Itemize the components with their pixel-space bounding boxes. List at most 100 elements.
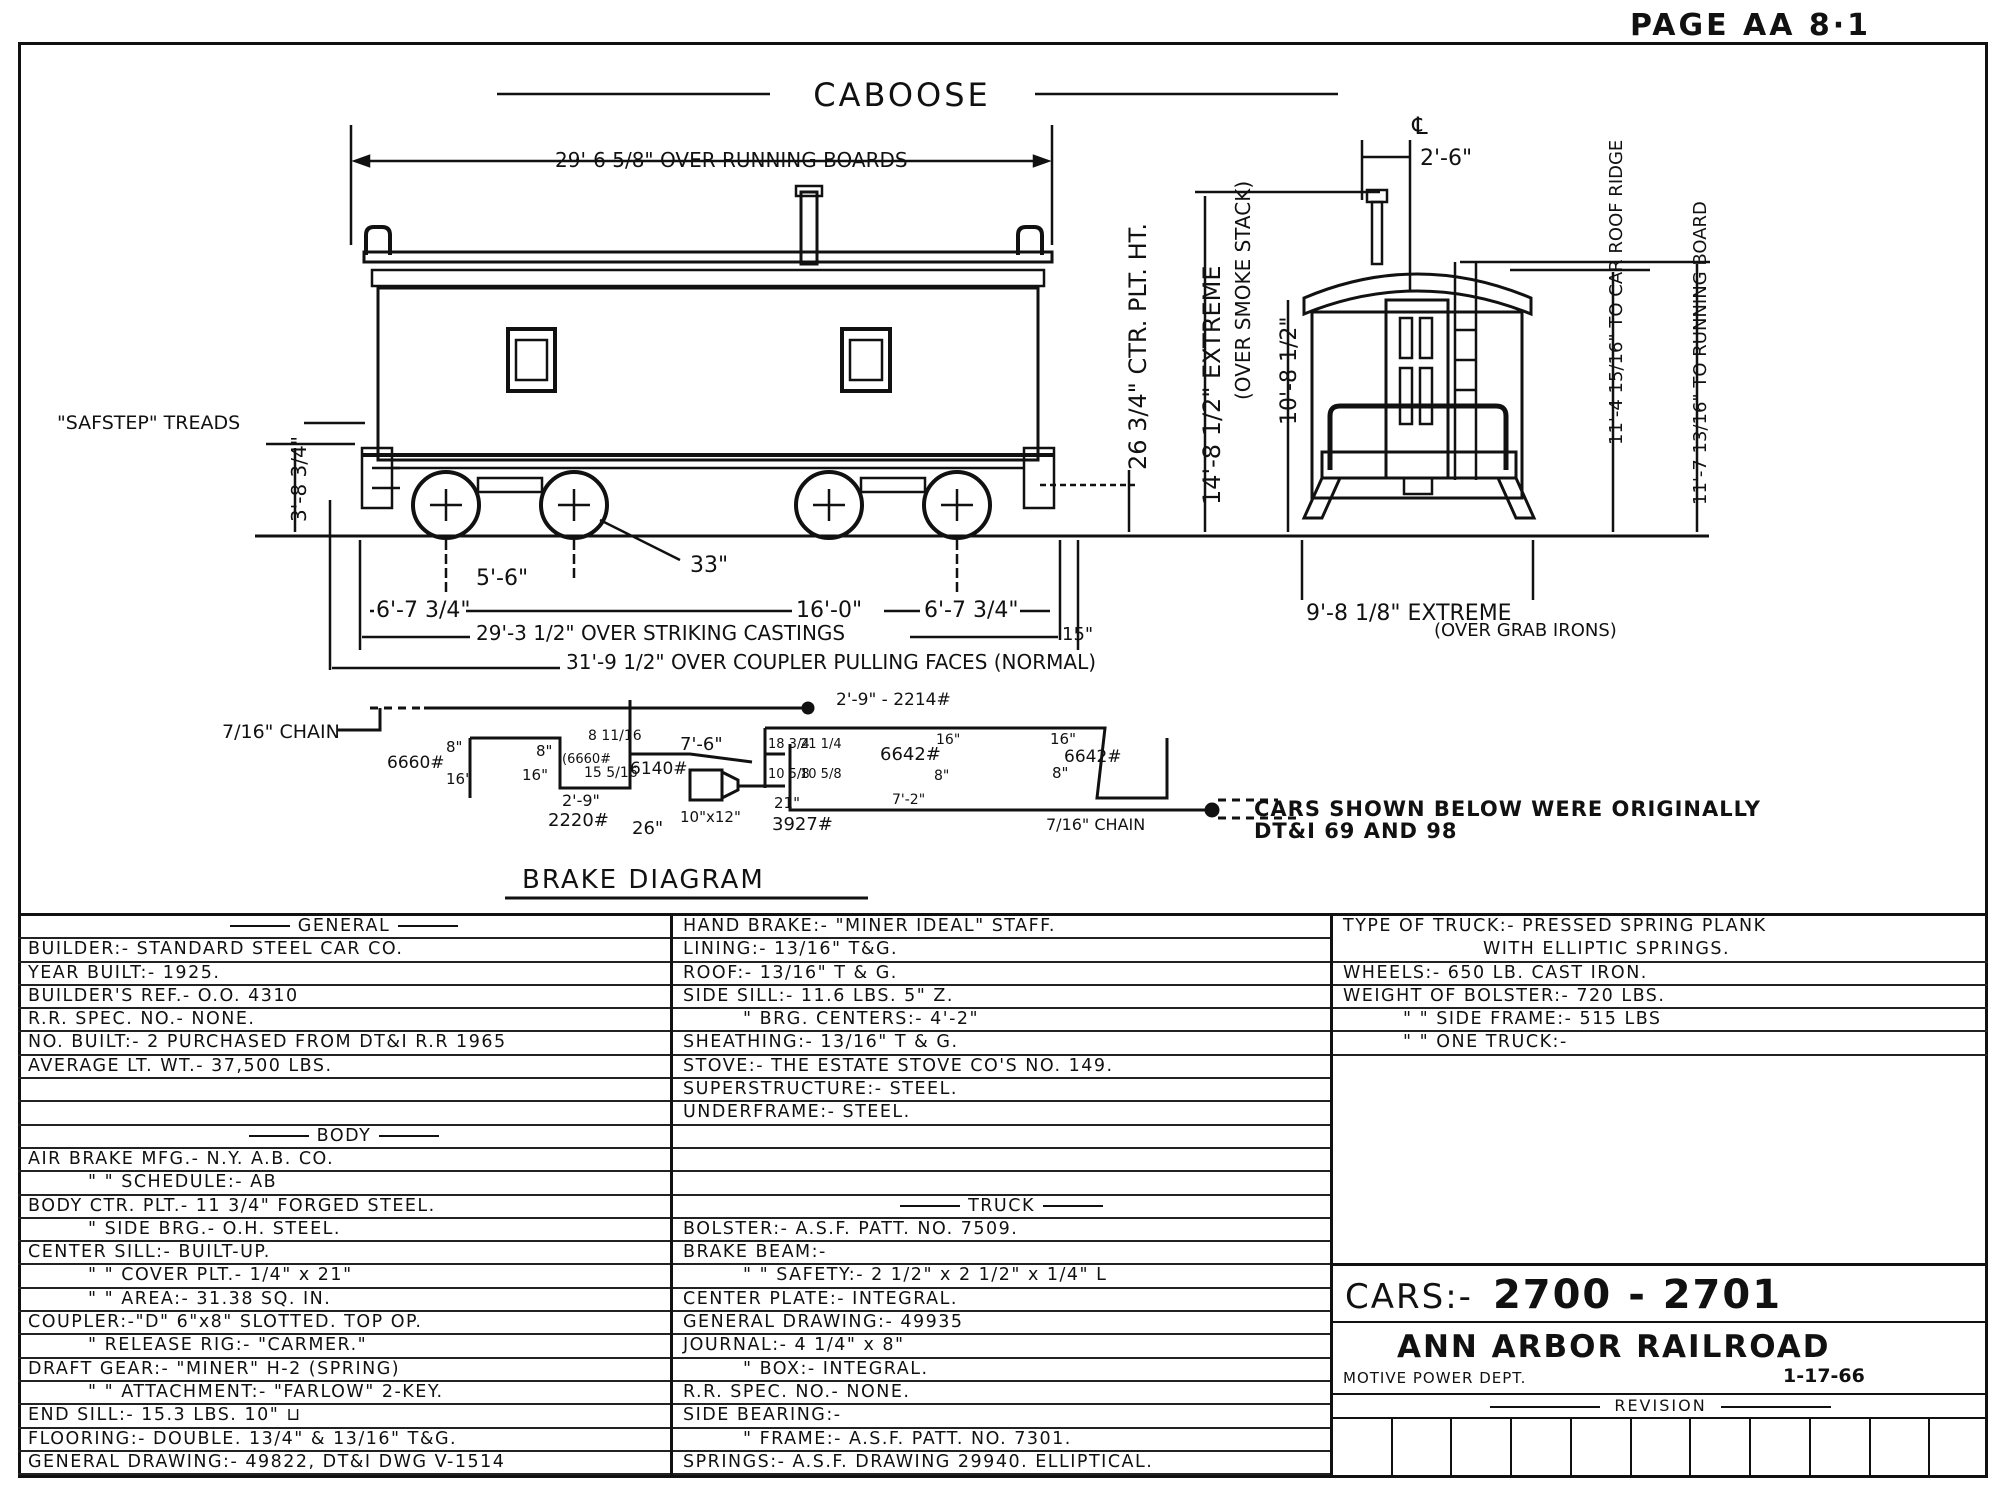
dim-extreme-note: (OVER SMOKE STACK) [1231,181,1255,400]
side-elevation: 29'-6 5/8" OVER RUNNING BOARDS "SAFSTEP"… [57,125,1709,540]
dim-coupler-faces: 31'-9 1/2" OVER COUPLER PULLING FACES (N… [566,650,1096,674]
spec-row: END SILL:- 15.3 LBS. 10" ⊔ [18,1405,670,1429]
spec-text: CENTER PLATE:- INTEGRAL. [683,1288,958,1309]
spec-row: " BRG. CENTERS:- 4'-2" [673,1009,1330,1033]
spec-text: AIR BRAKE MFG.- N.Y. A.B. CO. [28,1148,335,1169]
spec-row: " SIDE BRG.- O.H. STEEL. [18,1218,670,1243]
spec-text: " SIDE BRG.- O.H. STEEL. [88,1218,341,1239]
spec-text: WITH ELLIPTIC SPRINGS. [1483,939,1731,960]
spec-row: GENERAL DRAWING:- 49935 [673,1312,1330,1336]
dim-running-boards: 29'-6 5/8" OVER RUNNING BOARDS [555,148,908,172]
spec-row: " " COVER PLT.- 1/4" x 21" [18,1265,670,1289]
side-window [506,327,557,393]
spec-row: " RELEASE RIG:- "CARMER." [18,1335,670,1359]
brake-label: 8" [536,742,552,760]
brake-label: 2220# [548,810,609,831]
section-title: BODY [241,1126,448,1146]
drawing-frame [18,42,1988,1478]
dim-stack-offset: 2'-6" [1420,146,1472,171]
spec-text: DRAFT GEAR:- "MINER" H-2 (SPRING) [28,1358,401,1379]
spec-row: WEIGHT OF BOLSTER:- 720 LBS. [1333,986,1988,1010]
dim-running-board-height: 11'-7 13/16" TO RUNNING BOARD [1690,201,1711,505]
revision-cell [1512,1419,1572,1475]
brake-label: 18 3/4 [768,737,810,752]
spec-text: " BOX:- INTEGRAL. [743,1358,929,1379]
spec-row: SIDE SILL:- 11.6 LBS. 5" Z. [673,985,1330,1010]
safstep-label: "SAFSTEP" TREADS [57,412,240,434]
spec-row: " " SIDE FRAME:- 515 LBS [1333,1009,1988,1033]
spec-row: BRAKE BEAM:- [673,1242,1330,1266]
brake-label: 8" [1052,764,1068,782]
page-label: PAGE AA 8·1 [1630,8,1872,43]
spec-text: NO. BUILT:- 2 PURCHASED FROM DT&I R.R 19… [28,1032,507,1053]
spec-row: BUILDER'S REF.- O.O. 4310 [18,986,670,1010]
brake-diagram: 7/16" CHAIN 6660# 8" 16" 8" 16" (6660# 8… [222,690,1298,900]
dim-eave-height: 10'-8 1/2" [1277,317,1302,426]
brake-label: 16" [446,770,472,788]
spec-row: HAND BRAKE:- "MINER IDEAL" STAFF. [673,916,1330,940]
dim-extreme-height: 14'-8 1/2" EXTREME [1198,265,1226,505]
spec-row: CENTER SILL:- BUILT-UP. [18,1242,670,1266]
end-elevation: ℄ 2'-6" 10'-8 1/2" 11'-4 15/16" TO CAR R… [1277,112,1711,641]
revision-cell [1632,1419,1692,1475]
revision-cell [1811,1419,1871,1475]
spec-row: SUPERSTRUCTURE:- STEEL. [673,1079,1330,1103]
spec-row: ROOF:- 13/16" T & G. [673,963,1330,986]
spec-row [18,1079,670,1103]
spec-text: TYPE OF TRUCK:- PRESSED SPRING PLANK [1343,916,1767,936]
spec-row [673,1172,1330,1196]
car-body [376,286,1040,462]
brake-label: 21 1/4 [800,737,842,752]
spec-row: BUILDER:- STANDARD STEEL CAR CO. [18,939,670,963]
revision-cell [1333,1419,1393,1475]
spec-row: JOURNAL:- 4 1/4" x 8" [673,1335,1330,1359]
spec-text: " " SIDE FRAME:- 515 LBS [1403,1009,1662,1030]
revision-cell [1930,1419,1988,1475]
brake-label: 2'-9" [562,791,600,810]
brake-label: 2'-9" - 2214# [836,690,951,710]
brake-label: 8" [446,738,462,756]
spec-text: " " SCHEDULE:- AB [88,1172,278,1193]
spec-text: " BRG. CENTERS:- 4'-2" [743,1009,980,1030]
spec-row: GENERAL DRAWING:- 49822, DT&I DWG V-1514 [18,1452,670,1476]
spec-text: CENTER SILL:- BUILT-UP. [28,1242,271,1263]
spec-text: " FRAME:- A.S.F. PATT. NO. 7301. [743,1428,1072,1449]
spec-row: DRAFT GEAR:- "MINER" H-2 (SPRING) [18,1359,670,1382]
spec-row [673,1149,1330,1173]
spec-row: " " ONE TRUCK:- [1333,1032,1988,1056]
wheel [922,470,992,540]
revision-cell [1691,1419,1752,1475]
spec-text: " " SAFETY:- 2 1/2" x 2 1/2" x 1/4" L [743,1265,1108,1286]
spec-text: GENERAL DRAWING:- 49935 [683,1312,964,1333]
spec-text: SUPERSTRUCTURE:- STEEL. [683,1079,958,1100]
spec-row [18,1102,670,1126]
drawing-title: CABOOSE [813,76,991,114]
revision-cell [1751,1419,1811,1475]
wheel [794,470,864,540]
spec-text: SIDE SILL:- 11.6 LBS. 5" Z. [683,985,954,1006]
brake-label: 6660# [387,753,445,773]
brake-label: 7'-2" [892,792,925,808]
spec-row: LINING:- 13/16" T&G. [673,939,1330,963]
spec-text: BODY CTR. PLT.- 11 3/4" FORGED STEEL. [28,1195,436,1216]
spec-row: COUPLER:-"D" 6"x8" SLOTTED. TOP OP. [18,1312,670,1336]
wheel [539,470,609,540]
spec-row: BOLSTER:- A.S.F. PATT. NO. 7509. [673,1219,1330,1243]
spec-row: R.R. SPEC. NO.- NONE. [18,1009,670,1033]
revision-cell [1452,1419,1513,1475]
spec-text: R.R. SPEC. NO.- NONE. [28,1009,256,1030]
brake-label: 3927# [772,814,833,835]
spec-text: ROOF:- 13/16" T & G. [683,962,898,983]
brake-chain-right: 7/16" CHAIN [1046,815,1145,834]
dim-width-extreme: 9'-8 1/8" EXTREME [1306,601,1512,626]
brake-label: 21" [774,794,800,812]
spec-row: BODY CTR. PLT.- 11 3/4" FORGED STEEL. [18,1196,670,1219]
spec-text: YEAR BUILT:- 1925. [28,962,221,983]
dim-ctr-plt-ht: 26 3/4" CTR. PLT. HT. [1124,223,1152,470]
spec-row: UNDERFRAME:- STEEL. [673,1102,1330,1126]
spec-text: LINING:- 13/16" T&G. [683,939,899,960]
smokestack [799,190,819,266]
spec-row: AIR BRAKE MFG.- N.Y. A.B. CO. [18,1148,670,1173]
